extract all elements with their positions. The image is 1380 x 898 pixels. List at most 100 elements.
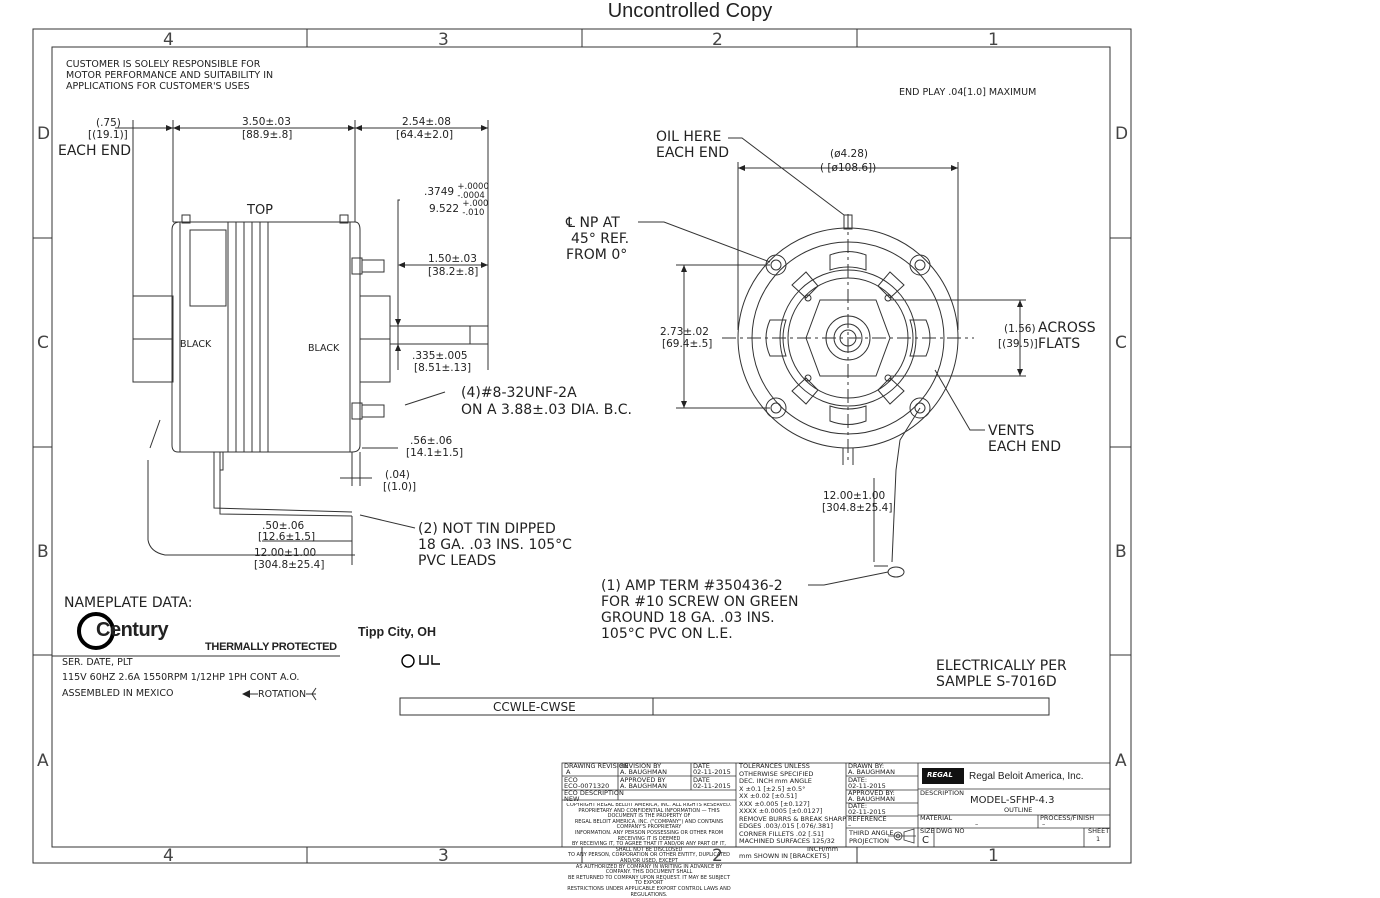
dim-150: 1.50±.03 [428, 253, 477, 265]
tb-date-lbl-2: DATE [693, 776, 710, 784]
tb-copyright: COPYRIGHT REGAL BELOIT AMERICA, INC. ALL… [566, 803, 732, 898]
tb-approved2: A. BAUGHMAN [848, 795, 895, 803]
tb-revision-by: A. BAUGHMAN [620, 768, 667, 776]
regal-logo [922, 768, 964, 784]
each-end-label: EACH END [58, 143, 132, 159]
zone-top-2: 2 [712, 30, 723, 50]
dim-075: (.75) [96, 117, 121, 129]
tb-drawing-revision-lbl: DRAWING REVISION [564, 762, 629, 770]
nameplate-line-2: 115V 60HZ 2.6A 1550RPM 1/12HP 1PH CONT A… [62, 672, 300, 683]
tb-size: C [922, 835, 929, 846]
end-play-note: END PLAY .04[1.0] MAXIMUM [899, 87, 1037, 98]
zone-top-1: 1 [988, 30, 999, 50]
zone-left-d: D [37, 124, 51, 144]
tb-outline: OUTLINE [1004, 806, 1033, 814]
zone-right-c: C [1115, 333, 1127, 353]
tb-approved-by-lbl: APPROVED BY [620, 776, 666, 784]
regal-logo-text: REGAL [927, 771, 953, 779]
tb-approved-by: A. BAUGHMAN [620, 782, 667, 790]
dim-056: .56±.06 [410, 435, 453, 447]
tb-date3: 02-11-2015 [848, 782, 886, 790]
tb-reference-lbl: REFERENCE [848, 815, 887, 823]
zone-right-b: B [1115, 542, 1127, 562]
tb-process: – [1042, 820, 1046, 828]
century-brand: Century [96, 619, 169, 641]
dim-273: 2.73±.02 [660, 326, 709, 338]
dim-694: [69.4±.5] [662, 338, 713, 350]
dim-851: [8.51±.13] [414, 362, 472, 374]
nameplate-line-1: SER. DATE, PLT [62, 657, 133, 668]
tb-description-lbl: DESCRIPTION [920, 789, 964, 797]
zone-left-c: C [37, 333, 49, 353]
dim-350: 3.50±.03 [242, 116, 291, 128]
screws-label-1: (4)#8-32UNF-2A [461, 385, 577, 401]
tb-model: MODEL-SFHP-4.3 [970, 795, 1055, 806]
dim-644: [64.4±2.0] [396, 129, 454, 141]
zone-top-4: 4 [163, 30, 174, 50]
tb-date4: 02-11-2015 [848, 808, 886, 816]
century-logo-mark [77, 612, 115, 650]
ground-lead-inch: 12.00±1.00 [823, 490, 886, 502]
ul-csa-marks [401, 654, 440, 668]
tb-eco-lbl: ECO [564, 776, 578, 784]
tb-drawn-by: A. BAUGHMAN [848, 768, 895, 776]
flats-label: FLATS [1038, 336, 1081, 352]
tb-reference: – [848, 821, 852, 829]
thermally-protected: THERMALLY PROTECTED [205, 641, 337, 653]
tb-date-2: 02-11-2015 [693, 782, 731, 790]
across-label: ACROSS [1038, 320, 1096, 336]
zone-bottom-1: 1 [988, 846, 999, 866]
tipp-city: Tipp City, OH [358, 625, 437, 639]
tb-sheet-lbl: SHEET [1088, 827, 1110, 835]
dim-191: [(19.1)] [88, 129, 128, 141]
dia-mm: ( [ø108.6]) [820, 162, 877, 174]
rotation-box-text: CCWLE-CWSE [493, 700, 576, 714]
tb-eco-no: ECO-0071320 [564, 782, 610, 790]
black-lead-label-1: BLACK [180, 339, 212, 350]
across-mm: [(39.5)] [998, 338, 1038, 350]
tb-date4-lbl: DATE: [848, 802, 868, 810]
tb-material: – [975, 820, 979, 828]
zone-right-a: A [1115, 751, 1127, 771]
tb-revision-letter: A [566, 768, 571, 776]
zone-left-a: A [37, 751, 49, 771]
dim-141: [14.1±1.5] [406, 447, 464, 459]
tb-date-1: 02-11-2015 [693, 768, 731, 776]
dim-382: [38.2±.8] [428, 266, 479, 278]
tb-drawn-by-lbl: DRAWN BY: [848, 762, 885, 770]
tb-revision-by-lbl: REVISION BY [620, 762, 662, 770]
shaft-mm-dim: 9.522 +.000-.010 [429, 199, 489, 218]
dia-inch: (ø4.28) [830, 148, 868, 160]
tb-process-lbl: PROCESS/FINISH [1040, 814, 1095, 822]
tb-material-lbl: MATERIAL [920, 814, 953, 822]
dim-004: (.04) [385, 469, 410, 481]
dim-335: .335±.005 [412, 350, 468, 362]
title-block-grid [561, 762, 1111, 848]
ground-lead-mm: [304.8±25.4] [822, 502, 893, 514]
across-inch: (1.56) [1004, 323, 1036, 335]
uncontrolled-copy-header: Uncontrolled Copy [607, 0, 773, 22]
nameplate-title: NAMEPLATE DATA: [64, 595, 193, 611]
tb-sheet: 1 [1096, 835, 1101, 843]
dim-254: 2.54±.08 [402, 116, 451, 128]
tb-date-lbl: DATE [693, 762, 710, 770]
dim-050: .50±.06 [262, 520, 305, 532]
tb-eco-desc-lbl: ECO DESCRIPTION [564, 789, 624, 797]
nameplate-line-3: ASSEMBLED IN MEXICO [62, 688, 174, 699]
tb-date3-lbl: DATE: [848, 776, 868, 784]
dim-889: [88.9±.8] [242, 129, 293, 141]
screws-label-2: ON A 3.88±.03 DIA. B.C. [461, 402, 633, 418]
third-angle-projection-symbol [888, 828, 916, 844]
zone-right-d: D [1115, 124, 1129, 144]
zone-top-3: 3 [438, 30, 449, 50]
tb-company: Regal Beloit America, Inc. [969, 771, 1084, 782]
